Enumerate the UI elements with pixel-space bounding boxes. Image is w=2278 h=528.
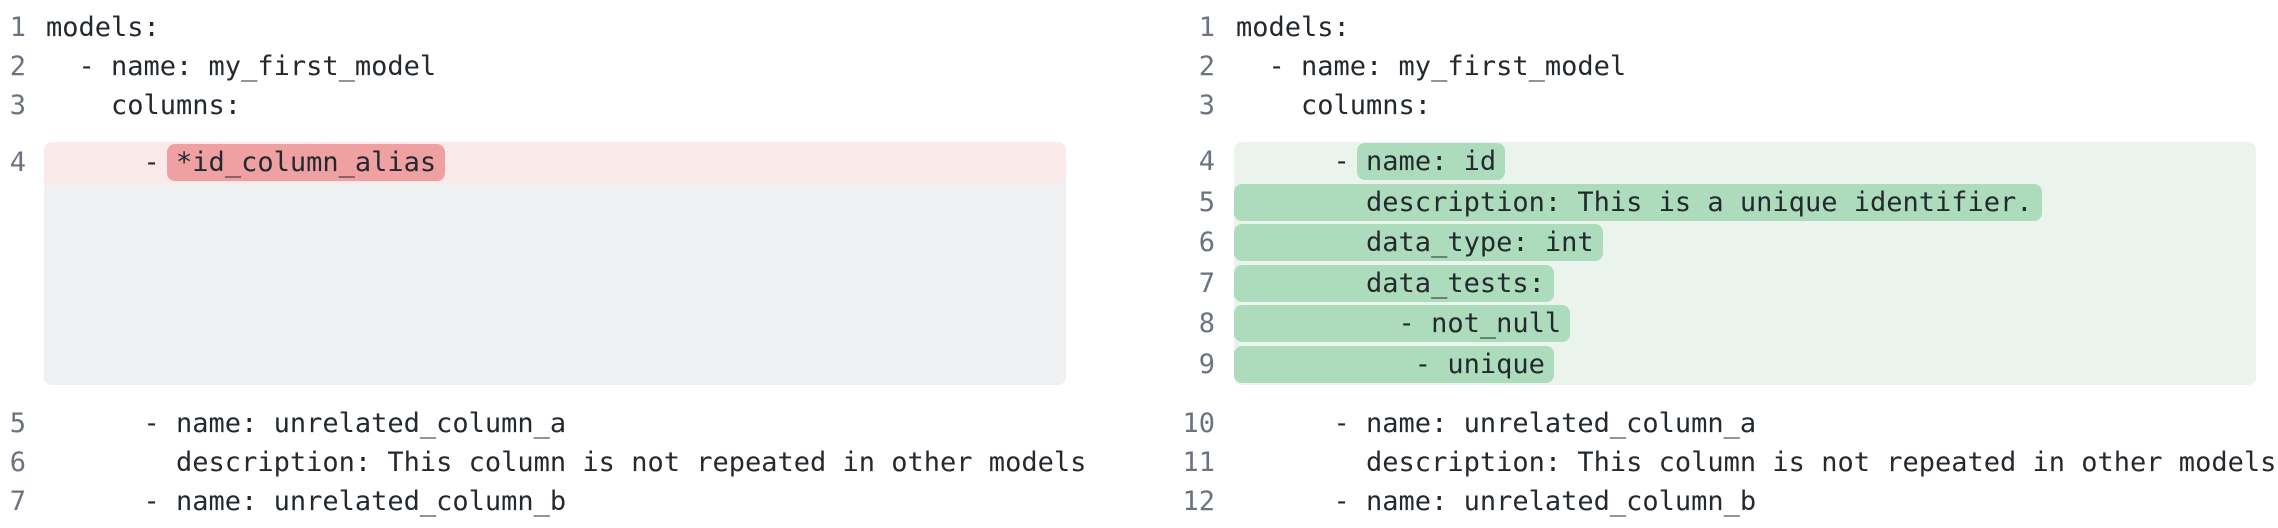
code-segment: columns: [46, 90, 242, 121]
line-number: 2 [9, 51, 26, 82]
line-number: 12 [1182, 486, 1215, 517]
code-line: 5 - name: unrelated_column_a [0, 404, 1139, 443]
added-token: name: id [1357, 143, 1506, 180]
line-number: 1 [1198, 12, 1215, 43]
line-number: 8 [1198, 308, 1215, 339]
collapsed-region [44, 184, 1066, 385]
code-line: 6 description: This column is not repeat… [0, 443, 1139, 482]
code-text: description: This is a unique identifier… [1234, 183, 2042, 224]
code-line: 7 data_tests: [1199, 264, 2256, 305]
code-line: 6 data_type: int [1199, 223, 2256, 264]
code-text: - unique [1234, 345, 1554, 386]
code-segment: models: [1236, 12, 1350, 43]
line-number: 7 [1198, 267, 1215, 299]
code-line: 4 - *id_column_alias [10, 142, 1066, 184]
code-text: data_tests: [1234, 264, 1554, 305]
code-segment: - name: unrelated_column_a [1236, 408, 1757, 439]
code-segment: - name: unrelated_column_a [46, 408, 567, 439]
code-segment: columns: [1236, 90, 1432, 121]
line-number: 7 [9, 486, 26, 517]
code-line: 10 - name: unrelated_column_a [1139, 404, 2278, 443]
code-text: columns: [26, 86, 241, 125]
code-segment: - [46, 147, 177, 178]
code-segment: - [1236, 146, 1367, 177]
code-text: - *id_column_alias [44, 142, 446, 184]
code-line: 5 description: This is a unique identifi… [1199, 183, 2256, 224]
line-number: 4 [9, 147, 26, 178]
code-segment: description: This column is not repeated… [1236, 447, 2277, 478]
code-line: 1 models: [0, 8, 1139, 47]
code-text: - not_null [1234, 304, 1571, 345]
code-line: 11 description: This column is not repea… [1139, 443, 2278, 482]
line-number: 11 [1182, 447, 1215, 478]
line-number: 9 [1198, 348, 1215, 380]
code-text: - name: unrelated_column_b [1215, 482, 1757, 521]
line-number: 5 [9, 408, 26, 439]
added-token: data_type: int [1234, 224, 1603, 261]
code-text: models: [1215, 8, 1350, 47]
line-number: 3 [9, 90, 26, 121]
code-segment: models: [46, 12, 160, 43]
code-line: 8 - not_null [1199, 304, 2256, 345]
code-text: - name: id [1234, 142, 1506, 183]
code-text: - name: my_first_model [26, 47, 437, 86]
code-text: models: [26, 8, 160, 47]
line-number: 6 [1198, 227, 1215, 258]
code-line: 7 - name: unrelated_column_b [0, 482, 1139, 521]
code-text: - name: my_first_model [1215, 47, 1627, 86]
line-number: 2 [1198, 51, 1215, 82]
removed-token: *id_column_alias [167, 144, 446, 181]
removed-block: 4 - *id_column_alias [10, 142, 1066, 385]
code-line: 2 - name: my_first_model [0, 47, 1139, 86]
code-text: data_type: int [1234, 223, 1603, 264]
code-line: 3 columns: [1139, 86, 2278, 125]
code-segment: - name: my_first_model [1236, 51, 1627, 82]
removed-lines: 4 - *id_column_alias [10, 142, 1066, 184]
line-number: 6 [9, 447, 26, 478]
code-segment: - name: unrelated_column_b [46, 486, 567, 517]
code-line: 3 columns: [0, 86, 1139, 125]
code-line: 9 - unique [1199, 345, 2256, 386]
code-line: 1 models: [1139, 8, 2278, 47]
code-line: 12 - name: unrelated_column_b [1139, 482, 2278, 521]
code-segment: - name: unrelated_column_b [1236, 486, 1757, 517]
code-text: columns: [1215, 86, 1431, 125]
line-number: 4 [1198, 146, 1215, 177]
code-segment: - name: my_first_model [46, 51, 437, 82]
added-token: data_tests: [1234, 264, 1554, 302]
code-text: - name: unrelated_column_b [26, 482, 567, 521]
added-token: - not_null [1234, 305, 1571, 342]
code-text: description: This column is not repeated… [26, 443, 1086, 482]
code-line: 4 - name: id [1199, 142, 2256, 183]
code-line: 2 - name: my_first_model [1139, 47, 2278, 86]
code-text: - name: unrelated_column_a [26, 404, 567, 443]
line-number: 5 [1198, 186, 1215, 218]
added-token: description: This is a unique identifier… [1234, 183, 2042, 221]
line-number: 3 [1198, 90, 1215, 121]
added-token: - unique [1234, 345, 1554, 383]
code-text: - name: unrelated_column_a [1215, 404, 1757, 443]
code-text: description: This column is not repeated… [1215, 443, 2276, 482]
line-number: 10 [1182, 408, 1215, 439]
line-number: 1 [9, 12, 26, 43]
code-segment: description: This column is not repeated… [46, 447, 1087, 478]
